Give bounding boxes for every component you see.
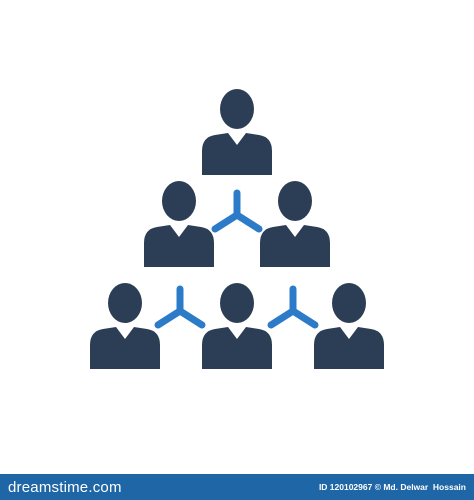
- connector-top-icon: [215, 193, 259, 229]
- connector-bottom-left-icon: [158, 289, 202, 325]
- stock-footer-bar: dreamstime.com ID 120102967 © Md. Delwar…: [0, 474, 474, 500]
- person-middle-right-icon: [260, 181, 330, 267]
- person-top-icon: [202, 89, 272, 175]
- hierarchy-pyramid-people-icon: [90, 89, 384, 369]
- image-credit: ID 120102967 © Md. Delwar Hossain: [318, 482, 466, 492]
- person-bottom-center-icon: [202, 283, 272, 369]
- brand-logo[interactable]: dreamstime.com: [8, 478, 122, 496]
- person-bottom-left-icon: [90, 283, 160, 369]
- person-bottom-right-icon: [314, 283, 384, 369]
- connector-bottom-right-icon: [271, 289, 315, 325]
- person-middle-left-icon: [144, 181, 214, 267]
- people-group: [90, 89, 384, 369]
